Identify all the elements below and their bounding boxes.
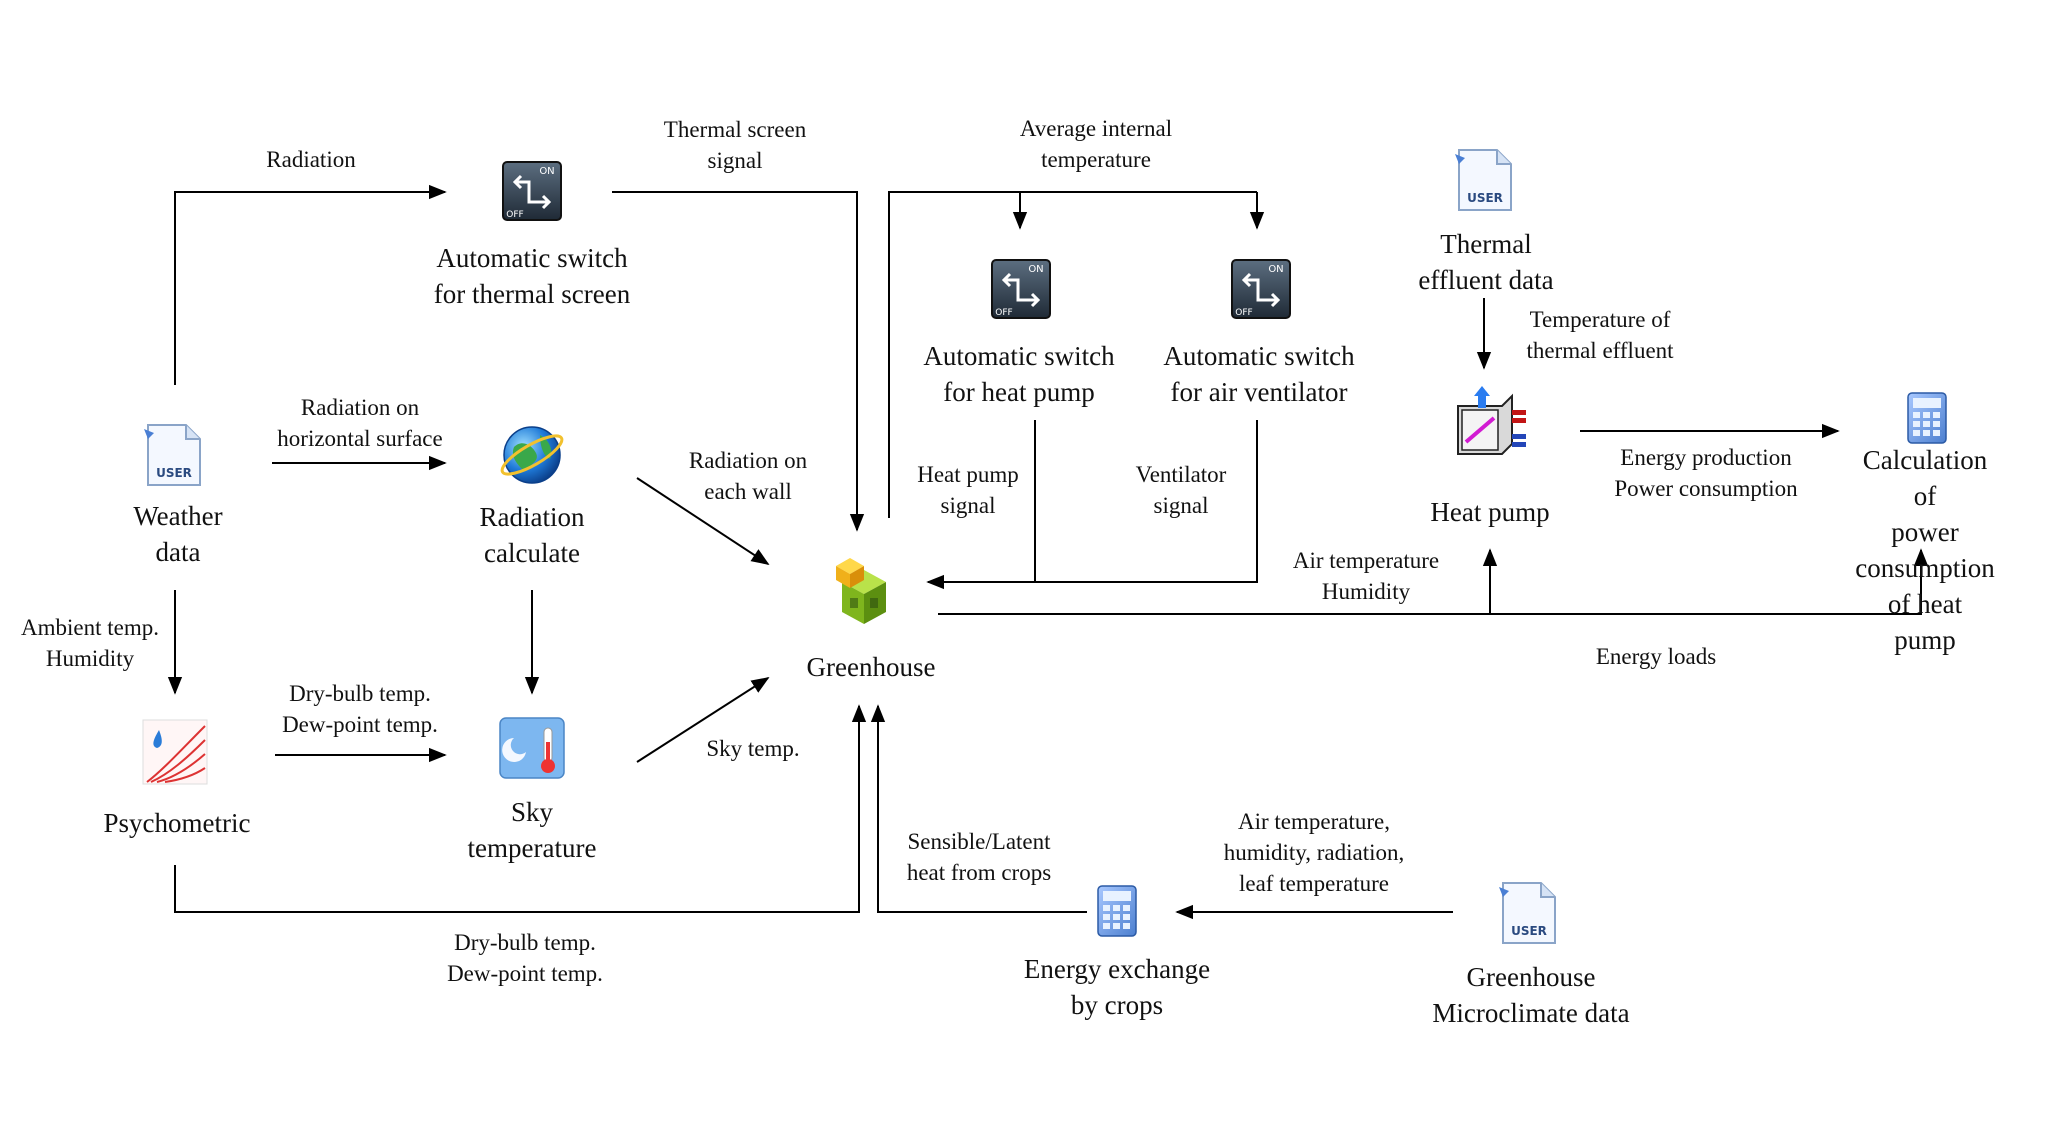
edge-label-air-temp-humidity: Air temperature Humidity <box>1292 548 1440 604</box>
node-weather-data: Weather data <box>133 501 223 567</box>
edge-label-ambient: Ambient temp. Humidity <box>21 615 159 671</box>
greenhouse-cube-icon <box>836 558 886 624</box>
node-sky-temperature: Sky temperature <box>467 797 597 863</box>
node-vent-switch: Automatic switch for air ventilator <box>1163 341 1355 407</box>
edge-label-heatpump-signal: Heat pump signal <box>917 462 1019 518</box>
edge-label-radiation: Radiation <box>266 147 356 172</box>
node-thermal-effluent: Thermal effluent data <box>1418 229 1554 295</box>
microclimate-file-icon: USER <box>1499 882 1556 944</box>
on-text: ON <box>539 166 554 177</box>
off-text: OFF <box>1235 308 1252 318</box>
thermal-switch-icon: ON OFF <box>502 161 562 221</box>
edge-weather-to-thermal-switch <box>174 184 447 385</box>
psychrometric-chart-icon <box>142 719 208 785</box>
edge-label-sky-temp: Sky temp. <box>706 736 800 761</box>
node-heatpump-switch: Automatic switch for heat pump <box>923 341 1115 407</box>
edge-label-drybulb-1: Dry-bulb temp. Dew-point temp. <box>282 681 438 737</box>
edge-greenhouse-avg-temp-up <box>888 191 1257 518</box>
user-text: USER <box>1511 924 1547 938</box>
edge-vent-signal <box>926 420 1258 590</box>
off-text: OFF <box>506 210 523 220</box>
edge-label-air-temp-crops: Air temperature, humidity, radiation, le… <box>1223 809 1405 896</box>
calculator-icon-power <box>1907 392 1947 444</box>
user-text: USER <box>1467 191 1503 205</box>
effluent-file-icon: USER <box>1455 149 1512 211</box>
on-text: ON <box>1028 264 1043 275</box>
calculator-icon-crops <box>1097 885 1137 937</box>
node-thermal-screen-switch: Automatic switch for thermal screen <box>433 243 631 309</box>
edge-label-energy-production: Energy production Power consumption <box>1614 445 1798 501</box>
node-psychometric: Psychometric <box>103 808 251 838</box>
weather-file-icon: USER <box>144 424 201 486</box>
node-power-calculation: Calculation of power consumption of heat… <box>1855 445 1995 655</box>
edge-greenhouse-to-calc <box>938 548 1929 615</box>
edge-energy-exchange-to-greenhouse <box>870 704 1087 913</box>
off-text: OFF <box>995 308 1012 318</box>
edge-label-energy-loads: Energy loads <box>1595 644 1717 669</box>
node-energy-exchange: Energy exchange by crops <box>1023 954 1211 1020</box>
node-microclimate-data: Greenhouse Microclimate data <box>1432 962 1630 1028</box>
user-text: USER <box>156 466 192 480</box>
node-greenhouse: Greenhouse <box>806 652 936 682</box>
edge-label-avg-internal-temp: Average internal temperature <box>1019 116 1173 172</box>
vent-switch-icon: ON OFF <box>1231 259 1291 319</box>
heat-pump-icon <box>1457 386 1526 455</box>
edge-sky-to-greenhouse <box>636 677 770 763</box>
node-heat-pump: Heat pump <box>1430 497 1550 527</box>
on-text: ON <box>1268 264 1283 275</box>
sky-temperature-icon <box>499 717 565 779</box>
edge-thermal-switch-to-greenhouse <box>612 191 865 532</box>
edge-label-effluent-temp: Temperature of thermal effluent <box>1526 307 1674 363</box>
edge-psychometric-to-greenhouse <box>174 704 867 913</box>
edge-label-sensible-latent: Sensible/Latent heat from crops <box>906 829 1052 885</box>
edge-radiation-to-greenhouse <box>636 477 770 565</box>
edge-label-thermal-screen-signal: Thermal screen signal <box>663 117 807 173</box>
edge-label-radiation-horizontal: Radiation on horizontal surface <box>277 395 443 451</box>
globe-icon <box>500 426 564 484</box>
heatpump-switch-icon: ON OFF <box>991 259 1051 319</box>
node-radiation-calculate: Radiation calculate <box>479 502 585 568</box>
edge-label-drybulb-2: Dry-bulb temp. Dew-point temp. <box>447 930 603 986</box>
edge-label-ventilator-signal: Ventilator signal <box>1135 462 1227 518</box>
edge-label-radiation-wall: Radiation on each wall <box>688 448 808 504</box>
